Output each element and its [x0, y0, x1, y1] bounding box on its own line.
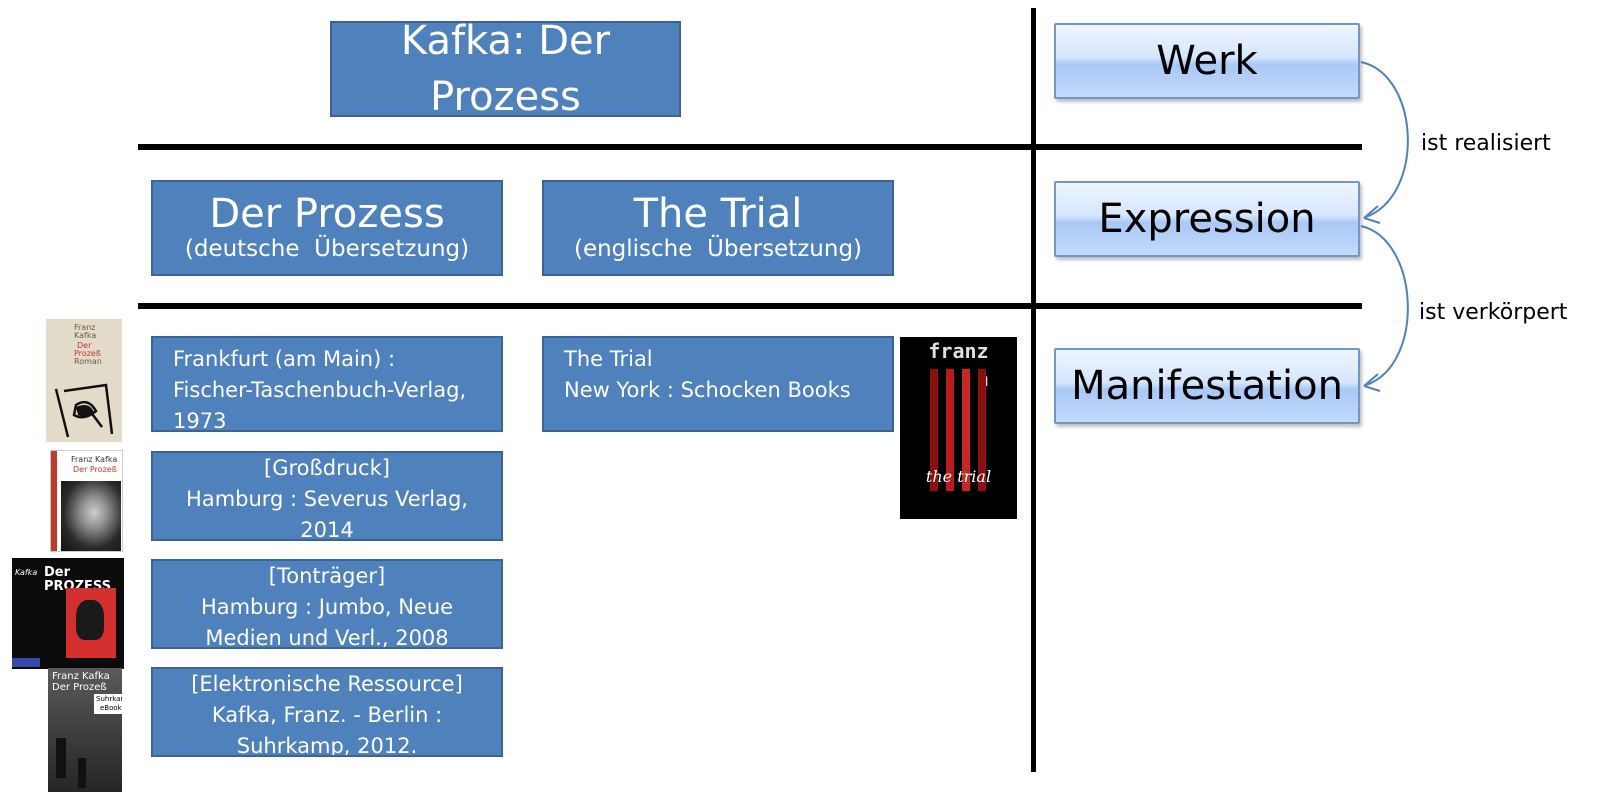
relation-label-realized: ist realisiert [1421, 131, 1551, 156]
arrow-embodied [1360, 225, 1409, 386]
level-label: Expression [1098, 196, 1316, 242]
cover-title: Der [77, 341, 92, 350]
cover-title: Der Prozeß [52, 682, 107, 693]
expression-subtitle: (englische Übersetzung) [573, 236, 863, 263]
manifestation-box-severus: [Großdruck] Hamburg : Severus Verlag, 20… [151, 451, 503, 541]
cover-author: Franz Kafka [71, 455, 118, 464]
cover-ebook-badge: Suhrkamp eBook [94, 694, 122, 714]
manifestation-box-jumbo: [Tonträger] Hamburg : Jumbo, Neue Medien… [151, 559, 503, 649]
relation-label-embodied: ist verkörpert [1419, 300, 1568, 325]
expression-title: The Trial [633, 191, 803, 238]
book-cover-schocken: franz kafka the trial [900, 337, 1017, 519]
manifestation-line: Hamburg : Severus Verlag, [186, 487, 468, 511]
arrow-realized [1360, 61, 1409, 218]
manifestation-line: Frankfurt (am Main) : [173, 347, 396, 371]
cover-author: Franz [74, 323, 96, 332]
manifestation-line: The Trial [564, 347, 653, 371]
manifestation-box-schocken: The Trial New York : Schocken Books [542, 336, 894, 432]
arrowhead-realized [1363, 205, 1381, 224]
expression-box-german: Der Prozess (deutsche Übersetzung) [151, 180, 503, 276]
cover-title: the trial [925, 467, 992, 486]
level-werk: Werk [1054, 23, 1360, 99]
manifestation-line: [Tonträger] [268, 564, 386, 588]
manifestation-line: Fischer-Taschenbuch-Verlag, [173, 378, 467, 402]
level-label: Manifestation [1071, 363, 1343, 409]
cover-format: eBook [100, 704, 122, 712]
book-cover-jumbo: Kafka Der PROZESS [12, 558, 124, 669]
manifestation-line: [Elektronische Ressource] [191, 672, 463, 696]
divider-work-expression [138, 144, 1362, 150]
manifestation-line: [Großdruck] [264, 456, 390, 480]
cover-portrait [61, 481, 121, 551]
manifestation-line: Hamburg : Jumbo, Neue [200, 595, 454, 619]
manifestation-line: New York : Schocken Books [564, 378, 851, 402]
level-manifestation: Manifestation [1054, 348, 1360, 424]
cover-publisher: Suhrkamp [96, 695, 122, 703]
divider-expression-manifestation [138, 303, 1362, 309]
cover-drawing [54, 383, 114, 438]
manifestation-line: Suhrkamp, 2012. [236, 734, 418, 757]
arrowhead-embodied [1363, 373, 1381, 392]
expression-title: Der Prozess [209, 191, 445, 238]
manifestation-line: Medien und Verl., 2008 [205, 626, 449, 649]
cover-author: Franz Kafka [52, 671, 110, 682]
manifestation-box-suhrkamp: [Elektronische Ressource] Kafka, Franz. … [151, 667, 503, 757]
work-box: Kafka: Der Prozess [330, 21, 681, 117]
level-expression: Expression [1054, 181, 1360, 257]
work-title: Kafka: Der Prozess [400, 21, 611, 117]
divider-vertical [1031, 8, 1036, 772]
cover-subtitle: Roman [74, 357, 102, 366]
expression-subtitle: (deutsche Übersetzung) [184, 236, 470, 263]
cover-title: Prozeß [74, 349, 101, 358]
book-cover-severus: Franz Kafka Der Prozeß [50, 450, 123, 552]
expression-box-english: The Trial (englische Übersetzung) [542, 180, 894, 276]
book-cover-suhrkamp: Franz Kafka Der Prozeß Suhrkamp eBook [48, 668, 122, 792]
manifestation-box-fischer: Frankfurt (am Main) : Fischer-Taschenbuc… [151, 336, 503, 432]
manifestation-line: 1973 [173, 409, 227, 432]
manifestation-line: Kafka, Franz. - Berlin : [211, 703, 443, 727]
cover-title: Kafka [15, 568, 38, 577]
cover-title: Der Prozeß [73, 465, 117, 474]
level-label: Werk [1156, 38, 1258, 84]
book-cover-fischer: Franz Kafka Der Prozeß Roman [46, 319, 122, 442]
manifestation-line: 2014 [300, 518, 354, 541]
cover-author: Kafka [74, 331, 97, 340]
